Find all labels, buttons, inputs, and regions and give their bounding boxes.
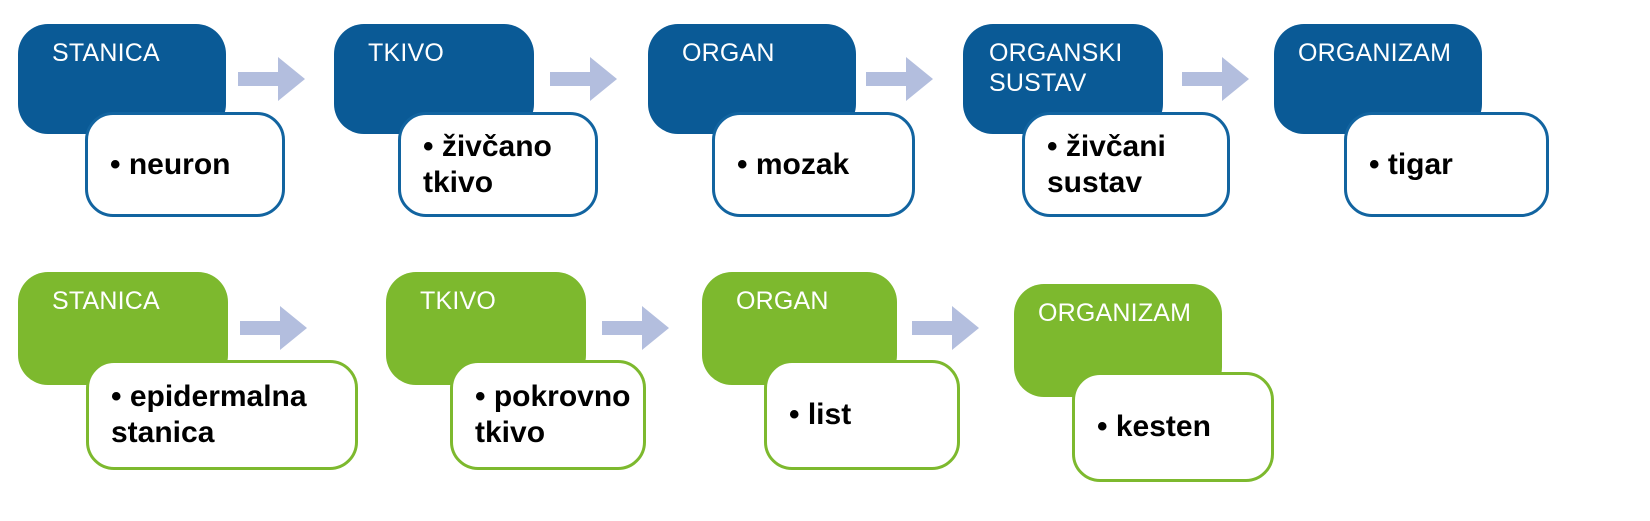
example-text: • tigar [1369, 147, 1453, 181]
example-text: • neuron [110, 147, 231, 181]
example-text: • živčano tkivo [423, 129, 552, 199]
example-card-zivcani-sustav[interactable]: • živčani sustav [1022, 112, 1230, 217]
example-text: • mozak [737, 147, 850, 181]
example-card-list[interactable]: • list [764, 360, 960, 470]
example-text: • kesten [1097, 410, 1211, 443]
flow-arrow-3-plant [912, 304, 980, 352]
arrow-right-icon [866, 57, 933, 101]
level-label: STANICA [52, 39, 160, 67]
level-bubble-organski-sustav-animal[interactable]: ORGANSKI SUSTAV [963, 24, 1163, 134]
arrow-right-icon [238, 57, 305, 101]
example-card-zivcano-tkivo[interactable]: • živčano tkivo [398, 112, 598, 217]
arrow-right-icon [912, 306, 979, 350]
arrow-right-icon [602, 306, 669, 350]
level-label: TKIVO [420, 287, 497, 315]
level-label: ORGANIZAM [1038, 299, 1192, 327]
arrow-right-icon [1182, 57, 1249, 101]
example-card-tigar[interactable]: • tigar [1344, 112, 1549, 217]
example-card-epidermalna-stanica[interactable]: • epidermalna stanica [86, 360, 358, 470]
level-label: ORGANSKI SUSTAV [989, 39, 1123, 97]
flow-arrow-1-animal [238, 55, 306, 103]
example-text: • živčani sustav [1047, 129, 1166, 199]
example-text: • epidermalna stanica [111, 380, 307, 449]
example-card-neuron[interactable]: • neuron [85, 112, 285, 217]
flow-arrow-1-plant [240, 304, 308, 352]
example-card-mozak[interactable]: • mozak [712, 112, 915, 217]
flow-arrow-3-animal [866, 55, 934, 103]
level-label: ORGAN [682, 39, 775, 67]
example-text: • pokrovno tkivo [475, 380, 631, 449]
level-label: ORGANIZAM [1298, 39, 1452, 67]
flow-arrow-2-plant [602, 304, 670, 352]
example-card-kesten[interactable]: • kesten [1072, 372, 1274, 482]
flow-arrow-2-animal [550, 55, 618, 103]
example-text: • list [789, 398, 852, 431]
level-label: STANICA [52, 287, 160, 315]
arrow-right-icon [240, 306, 307, 350]
level-label: ORGAN [736, 287, 829, 315]
arrow-right-icon [550, 57, 617, 101]
example-card-pokrovno-tkivo[interactable]: • pokrovno tkivo [450, 360, 646, 470]
level-label: TKIVO [368, 39, 445, 67]
flow-arrow-4-animal [1182, 55, 1250, 103]
